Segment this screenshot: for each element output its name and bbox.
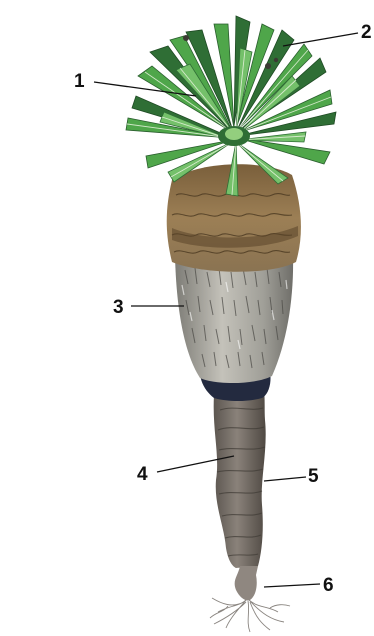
- callout-number-3: 3: [113, 297, 124, 318]
- callout-number-4: 4: [137, 464, 148, 485]
- callout-number-2: 2: [361, 22, 372, 43]
- taproot: [214, 385, 266, 568]
- leader-line-5: [264, 477, 306, 481]
- leader-line-1: [94, 82, 196, 96]
- callout-number-1: 1: [74, 71, 85, 92]
- leader-line-2: [283, 33, 358, 46]
- callout-number-6: 6: [323, 575, 334, 596]
- callout-number-5: 5: [308, 466, 319, 487]
- leaf-rosette: [126, 16, 336, 196]
- fibrous-sheath: [175, 255, 293, 383]
- root-tip: [210, 566, 290, 632]
- leader-line-6: [264, 584, 320, 587]
